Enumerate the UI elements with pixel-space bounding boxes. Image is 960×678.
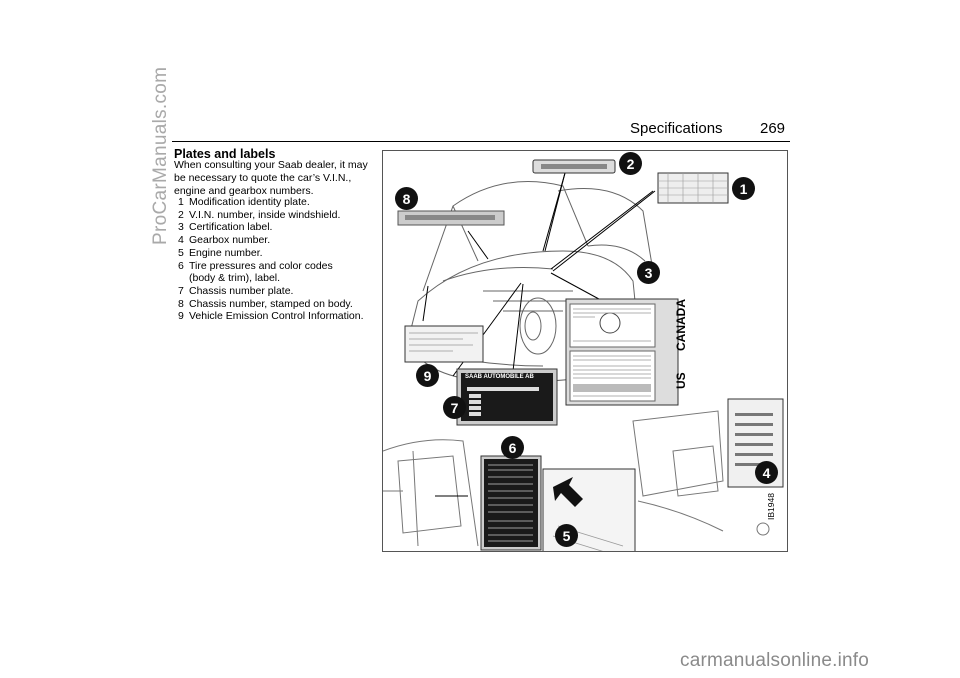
list-item-text: Vehicle Emission Control Information. [189,310,364,323]
list-item-text: Certification label. [189,221,273,234]
figure-code: IB1948 [766,493,776,520]
list-item-text: Chassis number plate. [189,284,294,297]
list-item: 4 Gearbox number. [178,234,383,247]
callout-badge: 3 [637,261,660,284]
callout-badge: 8 [395,187,418,210]
list-item-number: 7 [178,284,184,297]
list-item: 9 Vehicle Emission Control Information. [178,310,383,323]
chassis-plate-title: SAAB AUTOMOBILE AB [465,374,534,380]
car-illustration [383,159,784,551]
list-item-number: 6 [178,259,184,272]
callout-badge: 9 [416,364,439,387]
list-item-text: Chassis number, stamped on body. [189,297,353,310]
callout-badge: 1 [732,177,755,200]
list-item-text: Gearbox number. [189,234,271,247]
list-item-text: Engine number. [189,246,263,259]
section-heading: Plates and labels [174,147,276,161]
plates-list: 1 Modification identity plate. 2 V.I.N. nu… [178,196,383,323]
list-item-number: 8 [178,297,184,310]
callout-badge: 6 [501,436,524,459]
list-item-text: V.I.N. number, inside windshield. [189,208,341,221]
list-item-number: 4 [178,234,184,247]
page-number: 269 [760,120,786,137]
plates-labels-figure: 2 1 8 3 9 7 6 4 5 CANADA US SAAB AUTOMOB… [382,150,788,552]
callout-badge: 5 [555,524,578,547]
list-item-number: 3 [178,221,184,234]
callout-badge: 2 [619,152,642,175]
list-item-number: 9 [178,310,184,323]
list-item-number: 2 [178,208,184,221]
header-divider [172,141,790,142]
side-watermark: ProCarManuals.com [150,66,171,245]
page-section-title: Specifications [630,120,723,137]
list-item: 5 Engine number. [178,247,383,260]
list-item: 2 V.I.N. number, inside windshield. [178,209,383,222]
intro-paragraph: When consulting your Saab dealer, it may… [174,159,368,197]
list-item-text: Tire pressures and color codes (body & t… [189,259,333,285]
list-item: 8 Chassis number, stamped on body. [178,298,383,311]
list-item: 6 Tire pressures and color codes (body & … [178,260,383,285]
label-canada: CANADA [674,299,688,351]
callout-badge: 7 [443,396,466,419]
label-us: US [674,372,688,389]
list-item-number: 5 [178,246,184,259]
list-item: 1 Modification identity plate. [178,196,383,209]
callout-badge: 4 [755,461,778,484]
list-item-number: 1 [178,196,184,208]
list-item: 7 Chassis number plate. [178,285,383,298]
list-item-text: Modification identity plate. [189,196,310,208]
list-item: 3 Certification label. [178,221,383,234]
footer-watermark: carmanualsonline.info [680,650,870,671]
